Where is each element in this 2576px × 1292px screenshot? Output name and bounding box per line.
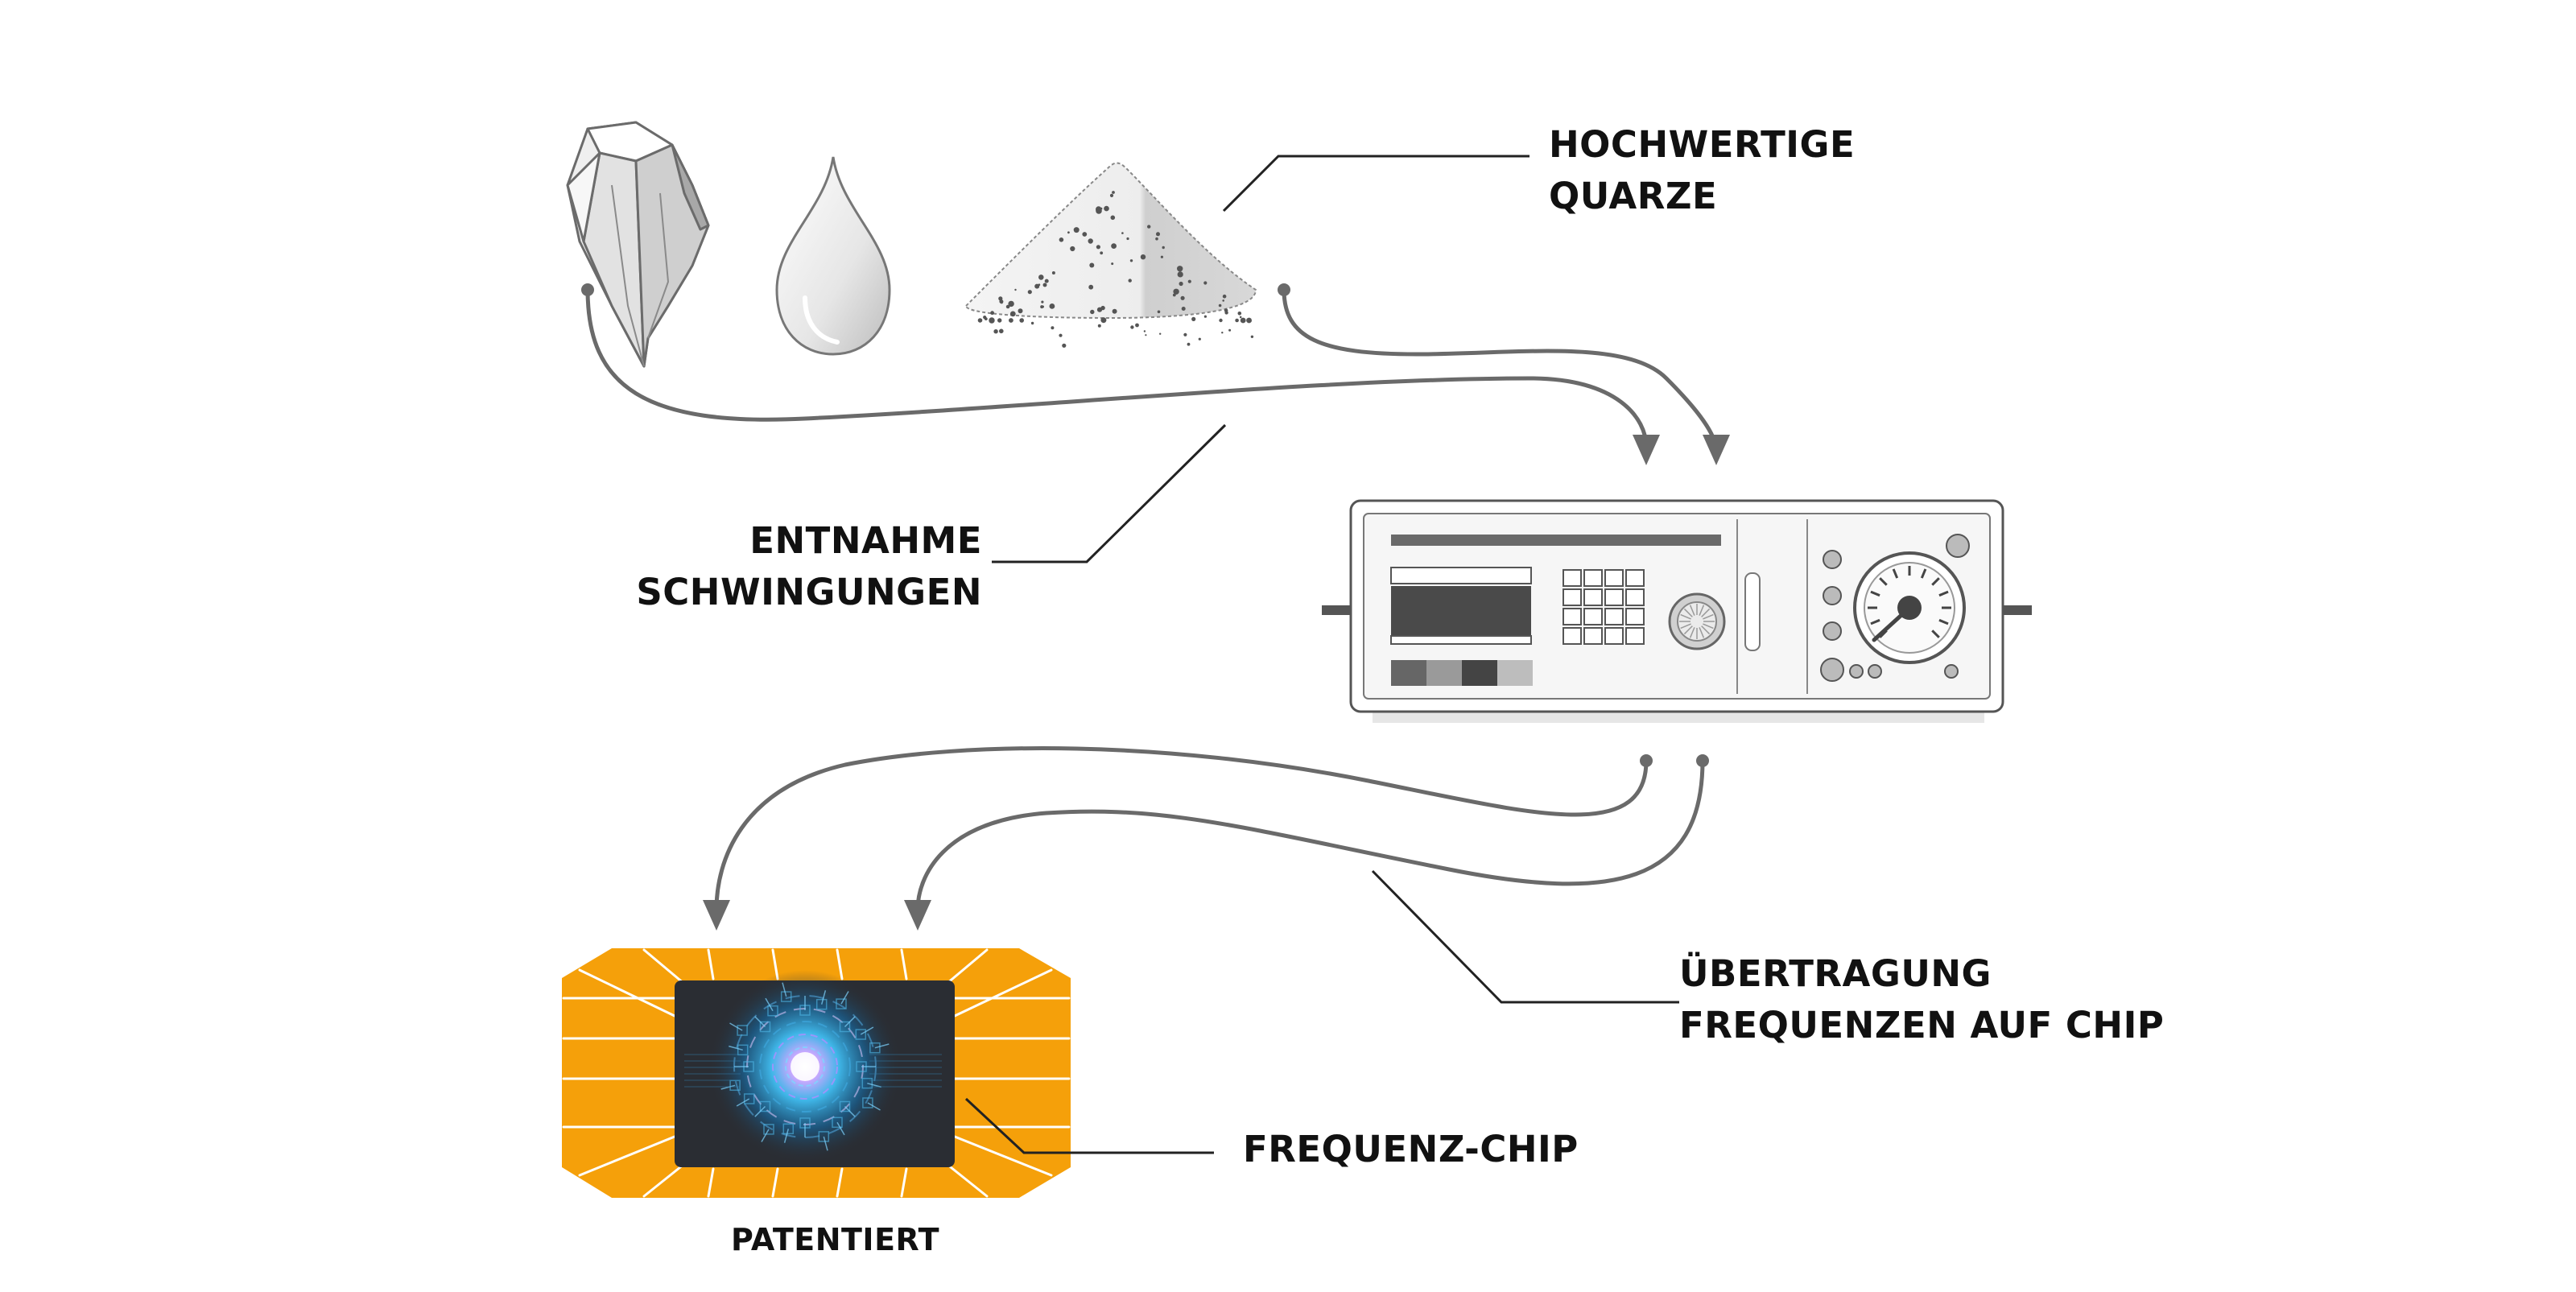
arrowhead-icon xyxy=(1703,435,1730,465)
input-arrows xyxy=(585,287,1719,453)
quartz-label-line1: HOCHWERTIGE xyxy=(1549,123,1856,166)
device-connector-dot xyxy=(1640,754,1653,767)
arrowhead-icon xyxy=(904,900,931,931)
transfer-leader-line xyxy=(1371,869,1679,1004)
chip-icon xyxy=(562,948,1071,1198)
arrowhead-icon xyxy=(1633,435,1660,465)
transfer-label-line1: ÜBERTRAGUNG xyxy=(1679,952,1992,995)
crystal-to-device-line xyxy=(585,287,1649,449)
chip-leader-line xyxy=(964,1097,1214,1154)
extraction-label-line1: ENTNAHME xyxy=(749,519,982,562)
patent-label-text: PATENTIERT xyxy=(731,1222,939,1257)
output-arrows xyxy=(714,746,1705,912)
crystal-connector-dot xyxy=(581,283,594,296)
sand-connector-dot xyxy=(1278,283,1290,296)
leader-lines xyxy=(964,155,1679,1154)
crystal-icon xyxy=(566,121,710,368)
device-to-chip-left-line xyxy=(714,746,1649,912)
patent-label: PATENTIERT xyxy=(731,1220,939,1259)
device-to-chip-right-line xyxy=(915,758,1705,912)
quartz-label-line2: QUARZE xyxy=(1549,175,1718,217)
transfer-label-line2: FREQUENZEN AUF CHIP xyxy=(1679,1004,2165,1046)
transfer-label: ÜBERTRAGUNG FREQUENZEN AUF CHIP xyxy=(1679,948,2164,1051)
quartz-label: HOCHWERTIGE QUARZE xyxy=(1549,119,1855,222)
sand-to-device-line xyxy=(1282,287,1719,453)
water-drop-icon xyxy=(775,156,891,356)
extraction-label: ENTNAHME SCHWINGUNGEN xyxy=(612,515,982,618)
frequency-generator-icon xyxy=(1322,499,2032,723)
chip-label: FREQUENZ-CHIP xyxy=(1243,1124,1579,1175)
extraction-leader-line xyxy=(992,423,1227,563)
extraction-label-line2: SCHWINGUNGEN xyxy=(636,571,982,613)
sand-pile-icon xyxy=(964,162,1257,348)
chip-label-text: FREQUENZ-CHIP xyxy=(1243,1128,1579,1170)
arrowhead-icon xyxy=(703,900,730,931)
quartz-leader-line xyxy=(1222,155,1530,213)
device-connector-dot xyxy=(1696,754,1709,767)
